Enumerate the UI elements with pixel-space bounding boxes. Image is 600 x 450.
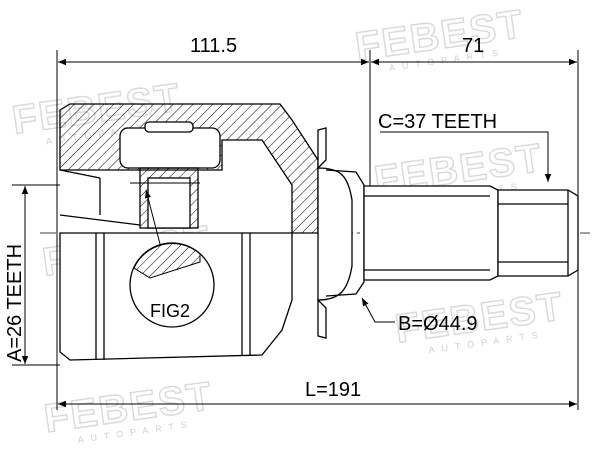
dim-inner-teeth: A=26 TEETH [4,244,26,362]
dim-outer-teeth: C=37 TEETH [378,111,497,133]
dim-seal-diameter: B=Ø44.9 [398,313,478,335]
leader-outer-teeth [380,131,552,182]
output-shaft [363,185,579,281]
dim-overall-length: L=191 [305,379,361,401]
dimension-lines [21,58,577,408]
seal-boot [317,127,365,339]
fig2-label: FIG2 [150,301,190,321]
tripod-roller [119,121,221,229]
dim-housing-length: 111.5 [190,35,237,57]
leader-seal-diameter [361,297,395,323]
fig2-callout: FIG2 [129,189,215,328]
dim-shaft-length: 71 [462,35,484,57]
